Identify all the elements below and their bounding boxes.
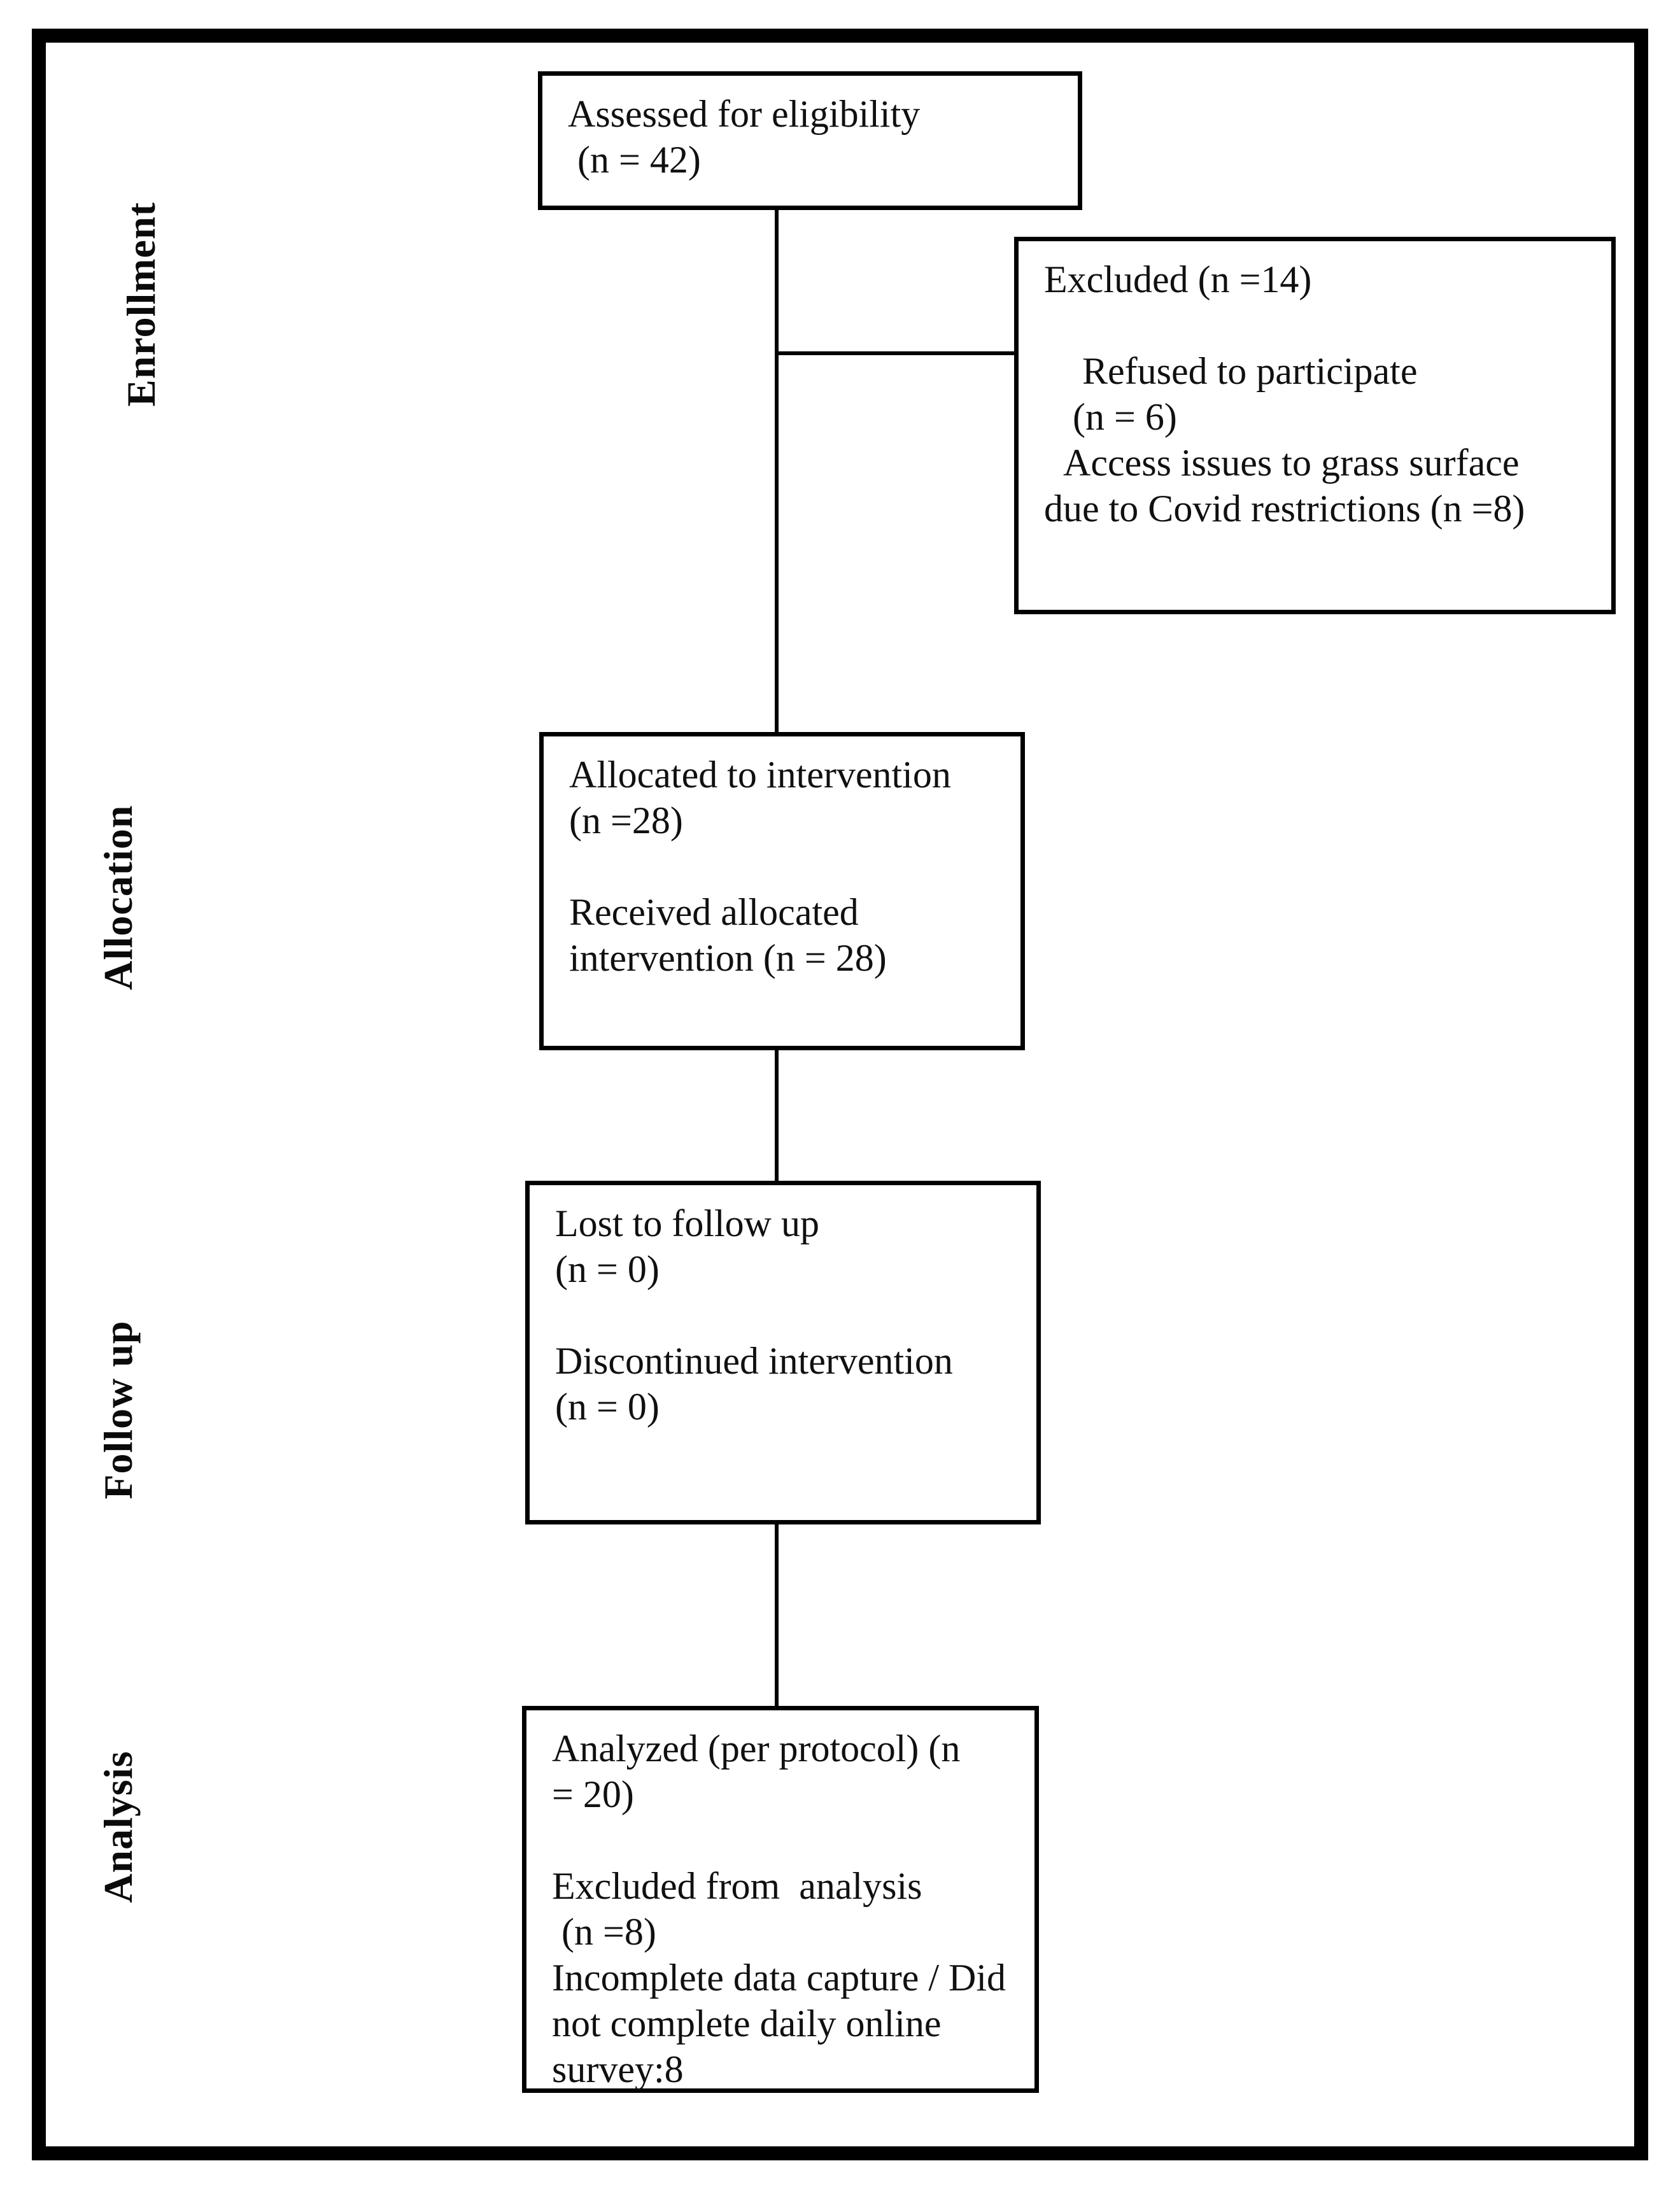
connector-eligibility-to-allocation <box>775 210 779 733</box>
connector-allocation-to-follow-up <box>775 1047 779 1182</box>
stage-label-analysis: Analysis <box>95 1750 141 1903</box>
assessed-for-eligibility-text: Assessed for eligibility (n = 42) <box>568 93 921 181</box>
stage-label-enrollment: Enrollment <box>118 202 164 407</box>
lost-to-follow-up-text: Lost to follow up (n = 0) Discontinued i… <box>555 1202 953 1428</box>
connector-to-excluded-box <box>775 351 1017 355</box>
outer-frame <box>32 29 1648 2160</box>
stage-label-allocation: Allocation <box>95 805 141 990</box>
connector-follow-up-to-analysis <box>775 1524 779 1707</box>
analyzed-text: Analyzed (per protocol) (n = 20) Exclude… <box>552 1728 1006 2090</box>
excluded-box: Excluded (n =14) Refused to participate … <box>1014 237 1616 614</box>
allocated-to-intervention-box: Allocated to intervention (n =28) Receiv… <box>539 732 1025 1050</box>
excluded-text: Excluded (n =14) Refused to participate … <box>1044 258 1525 530</box>
analyzed-box: Analyzed (per protocol) (n = 20) Exclude… <box>522 1706 1039 2093</box>
lost-to-follow-up-box: Lost to follow up (n = 0) Discontinued i… <box>525 1181 1041 1524</box>
stage-label-follow-up: Follow up <box>95 1320 141 1500</box>
allocated-to-intervention-text: Allocated to intervention (n =28) Receiv… <box>569 754 951 979</box>
assessed-for-eligibility-box: Assessed for eligibility (n = 42) <box>538 71 1082 210</box>
